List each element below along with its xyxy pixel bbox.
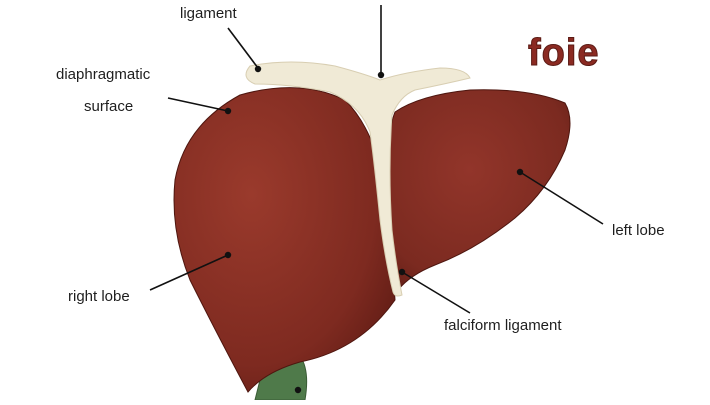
label-falciform-ligament: falciform ligament: [444, 317, 562, 334]
leader-lines: [149, 5, 604, 314]
label-surface: surface: [84, 98, 134, 115]
leader-ligament-top: [227, 27, 259, 69]
dot-diaphragmatic: [224, 107, 232, 115]
leader-falciform: [401, 271, 471, 314]
leader-right-lobe: [149, 254, 229, 291]
label-right-lobe: right lobe: [68, 288, 130, 305]
falciform-ligament-shape: [245, 61, 471, 297]
dot-ligament-top: [254, 65, 262, 73]
label-left-lobe: left lobe: [612, 222, 665, 239]
pointer-dots: [224, 65, 524, 394]
diagram-title: foie: [528, 32, 600, 75]
label-diaphragmatic: diaphragmatic: [56, 66, 151, 83]
dot-left-lobe: [516, 168, 524, 176]
left-lobe-shape: [387, 89, 571, 292]
dot-right-lobe: [224, 251, 232, 259]
leader-diaphragmatic: [167, 97, 229, 112]
dot-falciform: [398, 268, 406, 276]
right-lobe-shape: [173, 87, 396, 393]
label-ligament-top: ligament: [180, 5, 237, 22]
leader-left-lobe: [519, 171, 604, 225]
dot-vertical: [377, 71, 385, 79]
dot-gallbladder: [294, 386, 302, 394]
